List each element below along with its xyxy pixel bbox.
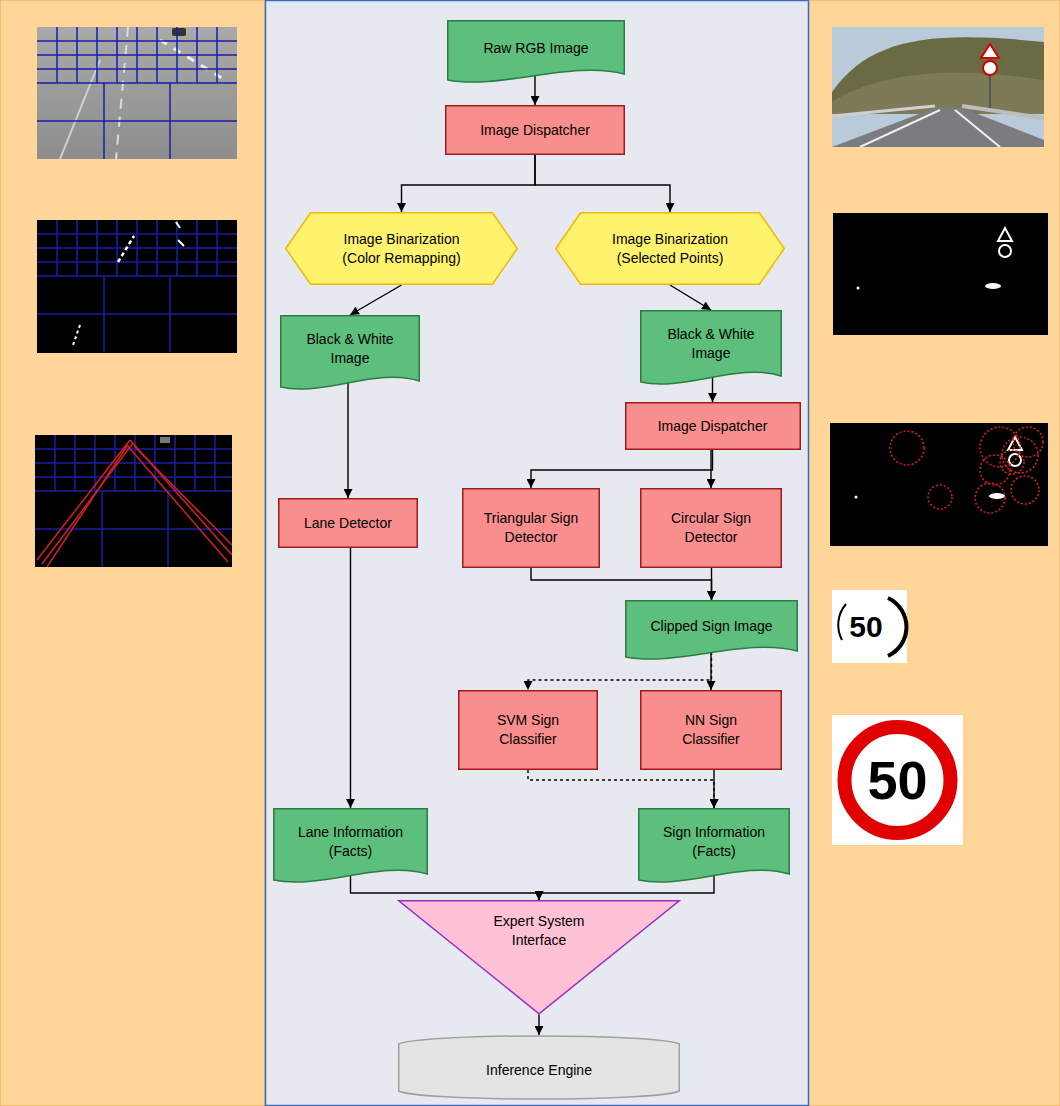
right-panel: [808, 0, 1060, 1106]
circle-detection-image: [830, 423, 1048, 546]
node-outline-path: [556, 213, 785, 285]
node-outline-path: [463, 489, 600, 568]
data-document: Lane Information (Facts): [273, 808, 428, 888]
flow-arrow: [350, 548, 351, 808]
road-camera-image: [37, 27, 237, 159]
process-box: Image Dispatcher: [625, 402, 801, 450]
interface-triangle: Expert System Interface: [398, 900, 680, 1014]
data-document: Raw RGB Image: [447, 20, 625, 88]
node-label: Lane Detector: [288, 514, 408, 533]
node-label: Raw RGB Image: [456, 39, 616, 58]
node-outline-path: [274, 809, 428, 882]
flow-arrow: [350, 285, 402, 315]
node-outline-path: [626, 601, 798, 659]
node-outline-path: [459, 691, 598, 770]
flow-arrow: [402, 155, 536, 212]
node-label: Image Dispatcher: [455, 121, 615, 140]
node-label: Triangular Sign Detector: [484, 509, 579, 547]
node-label: Clipped Sign Image: [637, 617, 787, 636]
node-outline-path: [641, 489, 782, 568]
flow-arrow: [670, 285, 711, 310]
flow-arrow: [713, 770, 714, 808]
center-panel: [266, 1, 809, 1106]
node-outline-path: [448, 21, 625, 82]
node-outline: [640, 488, 782, 568]
flow-arrow: [531, 568, 712, 600]
lane-detection-image: [35, 435, 232, 567]
node-label: Circular Sign Detector: [661, 509, 761, 547]
flow-arrow: [712, 377, 713, 402]
process-box: Circular Sign Detector: [640, 488, 782, 568]
process-box: NN Sign Classifier: [640, 690, 782, 770]
road-photo: [832, 27, 1044, 147]
sign-binary-image: [833, 213, 1048, 335]
left-panel: [0, 0, 265, 1106]
node-outline-path: [279, 499, 418, 548]
flow-arrow: [528, 652, 712, 690]
flow-arrow: [531, 450, 713, 488]
preparation-hexagon: Image Binarization (Color Remapping): [285, 212, 518, 285]
node-outline: [285, 212, 518, 285]
node-label: Sign Information (Facts): [649, 823, 779, 861]
node-outline-path: [641, 311, 782, 384]
flow-arrow: [528, 770, 714, 808]
node-label: NN Sign Classifier: [661, 711, 761, 749]
node-outline: [462, 488, 600, 568]
flow-arrow: [534, 75, 535, 105]
flow-arrow: [347, 382, 348, 498]
node-label: Lane Information (Facts): [286, 823, 416, 861]
node-label: Image Binarization (Color Remapping): [332, 230, 472, 268]
flow-arrow: [538, 1014, 539, 1035]
data-document: Clipped Sign Image: [625, 600, 798, 665]
node-outline: [640, 690, 782, 770]
node-label: Inference Engine: [439, 1061, 639, 1080]
node-label: Image Dispatcher: [633, 417, 793, 436]
flow-arrow: [535, 155, 670, 212]
lane-binary-image: [37, 220, 237, 353]
storage-cylinder: Inference Engine: [398, 1035, 680, 1100]
preparation-hexagon: Image Binarization (Selected Points): [555, 212, 785, 285]
data-document: Black & White Image: [280, 315, 420, 395]
node-outline-path: [399, 901, 680, 1014]
flow-arrow: [710, 450, 711, 488]
node-label: Black & White Image: [656, 325, 766, 363]
data-document: Black & White Image: [640, 310, 782, 390]
node-outline-path: [399, 1036, 680, 1099]
process-box: Lane Detector: [278, 498, 418, 548]
sign-number: 50: [832, 590, 900, 663]
data-document: Sign Information (Facts): [638, 808, 790, 888]
node-outline-path: [281, 316, 420, 389]
speed-limit-sign: [832, 715, 963, 845]
node-label: Expert System Interface: [484, 912, 594, 950]
flow-arrow: [351, 875, 540, 900]
node-outline: [555, 212, 785, 285]
node-outline-path: [625, 403, 800, 450]
flow-arrow: [711, 568, 712, 600]
node-outline-path: [639, 809, 790, 882]
node-label: Image Binarization (Selected Points): [600, 230, 740, 268]
node-outline-path: [641, 691, 782, 770]
process-box: Triangular Sign Detector: [462, 488, 600, 568]
sign-number: 50: [832, 715, 963, 845]
node-outline-path: [286, 213, 518, 285]
clipped-sign-image: [832, 590, 907, 663]
node-outline-path: [446, 106, 625, 155]
node-label: Black & White Image: [295, 330, 405, 368]
process-box: SVM Sign Classifier: [458, 690, 598, 770]
flow-arrow: [710, 652, 711, 690]
node-label: SVM Sign Classifier: [476, 711, 581, 749]
node-outline: [458, 690, 598, 770]
process-box: Image Dispatcher: [445, 105, 625, 155]
